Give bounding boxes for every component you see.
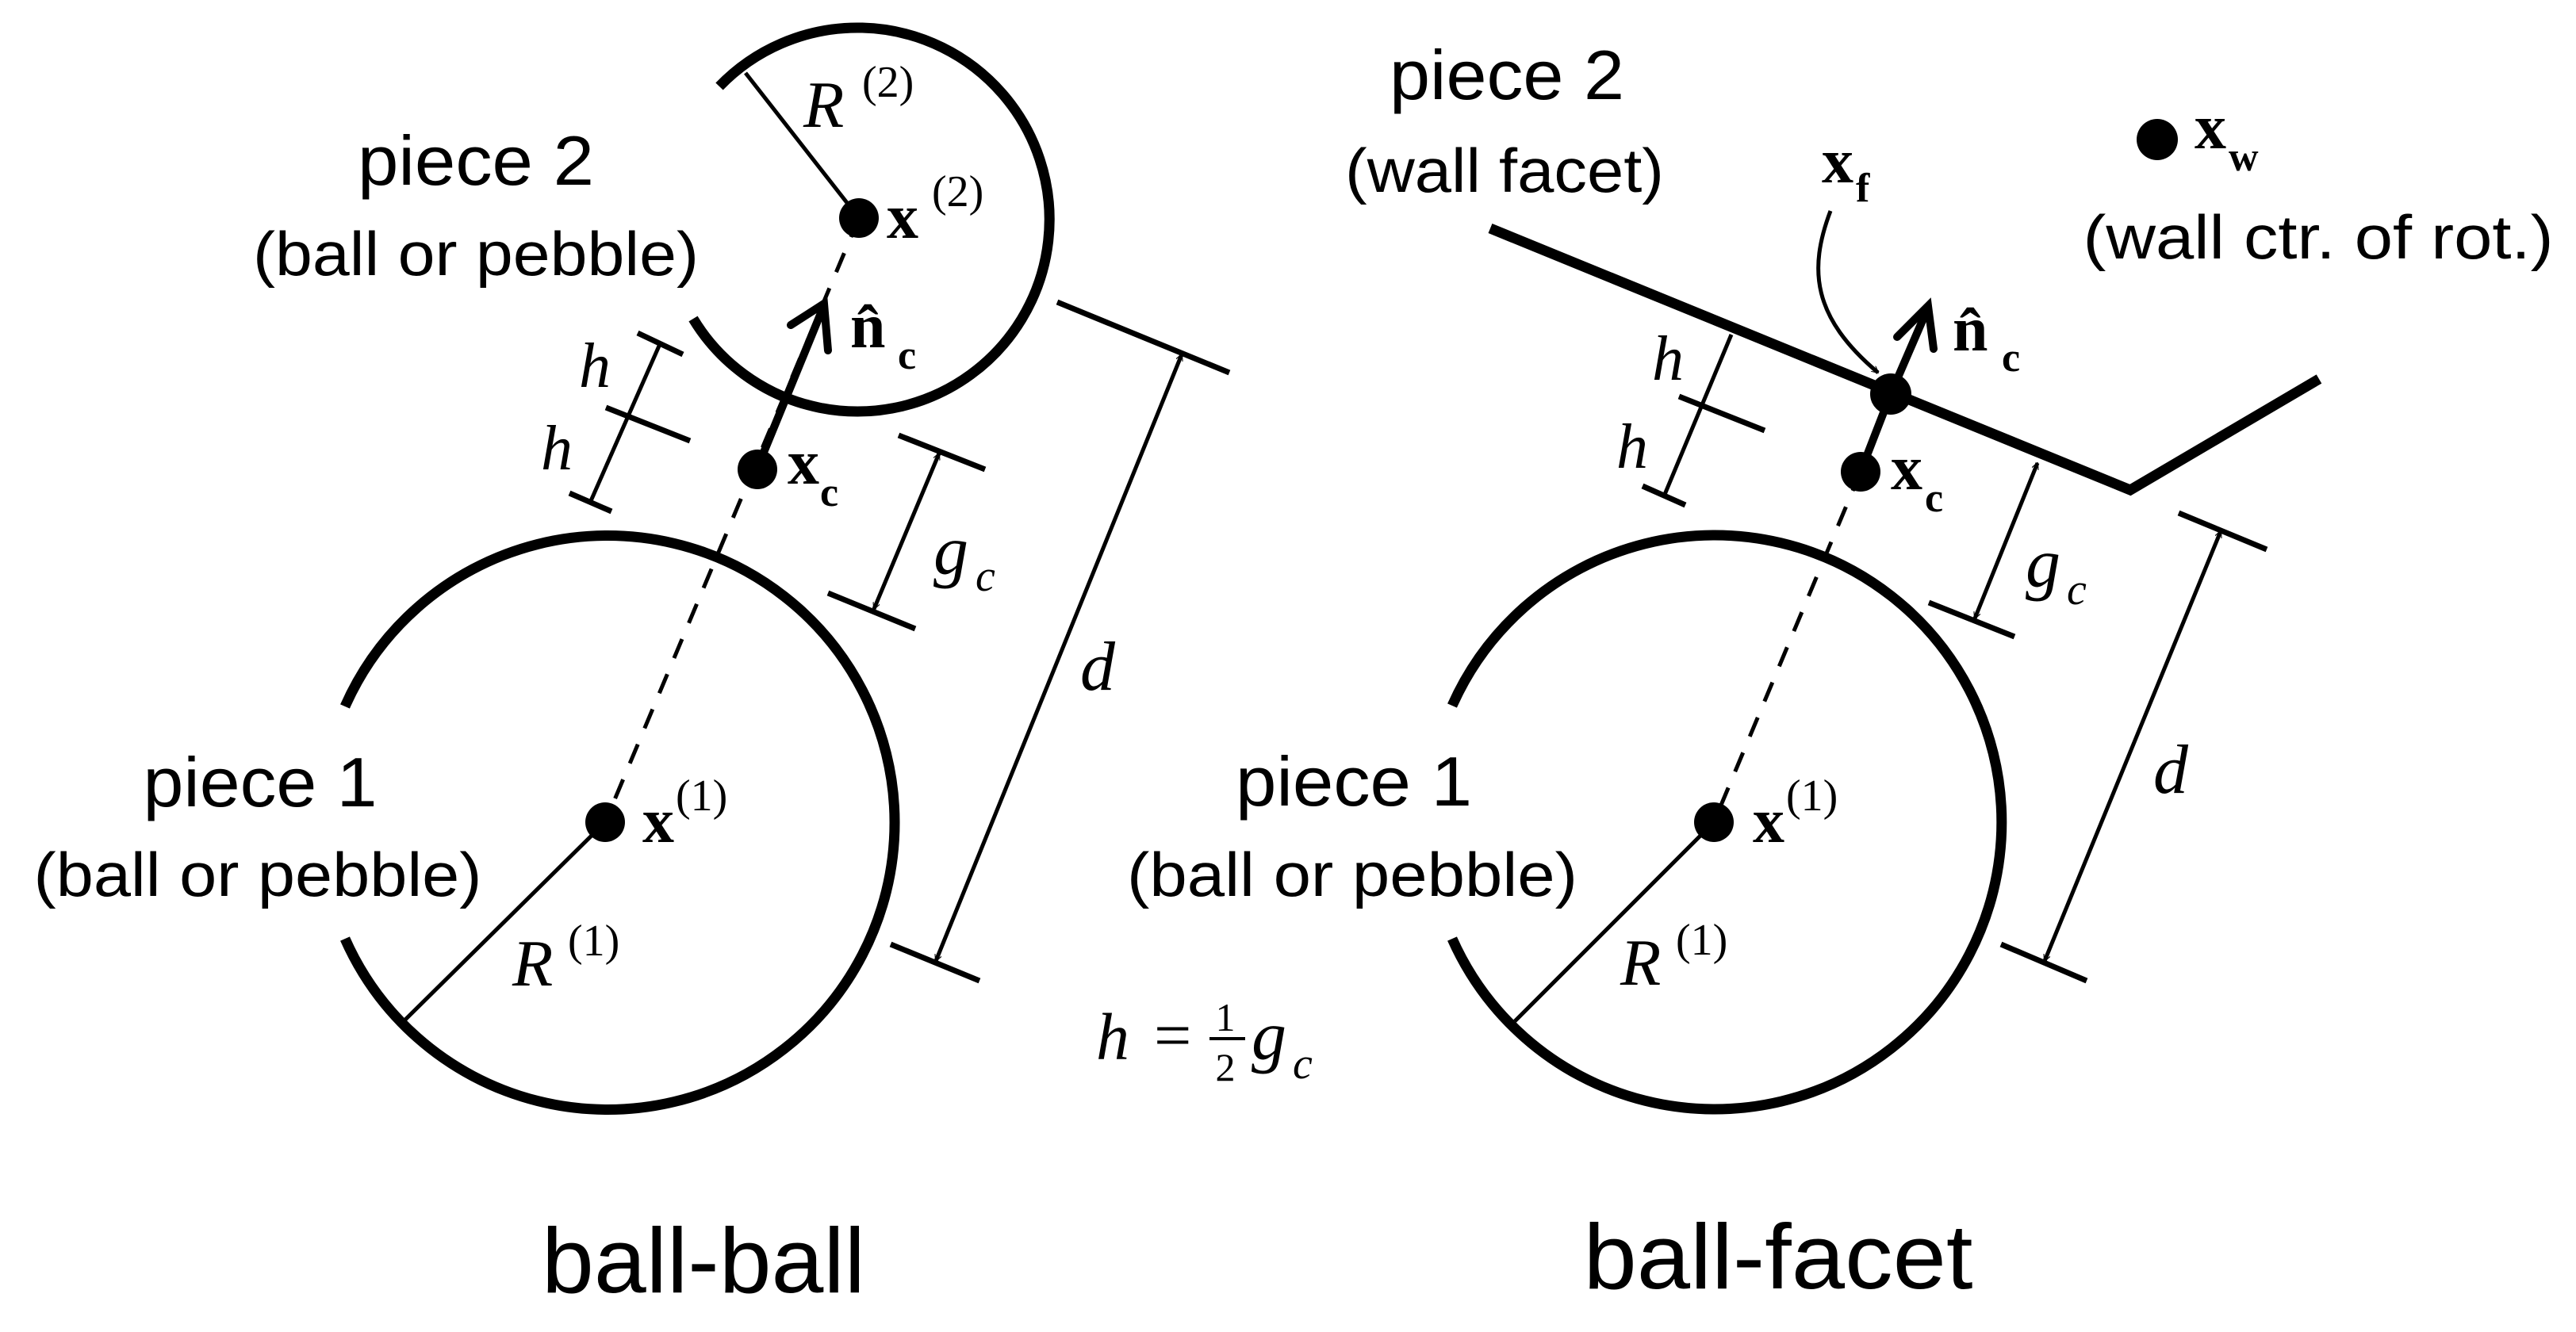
gc-label: g [2026,526,2060,603]
xc-point [1841,452,1880,492]
xf-subscript: f [1856,166,1870,211]
R1-superscript: (1) [568,917,619,966]
xf-label: x [1822,127,1853,197]
x1-label: x [642,787,674,856]
h-label-bottom: h [1616,412,1648,482]
normal-vector [753,301,828,472]
nc-subscript: c [2002,335,2020,381]
gc-tick-top [897,432,987,473]
piece1-circle [340,530,900,1115]
xw-point [2137,119,2178,160]
nc-label: n̂ [850,292,886,362]
center-line [603,217,861,823]
x2-label: x [887,182,918,252]
R1-superscript: (1) [1676,916,1727,965]
normal-arrowhead [1893,297,1938,353]
h-dim-line [1662,334,1734,497]
h-tick-mid [604,404,692,444]
d-tick-bottom [1999,941,2088,984]
gc-tick-bottom [1927,599,2016,640]
h-tick-top [636,330,684,358]
nc-subscript: c [898,333,916,378]
x2-point [839,198,879,238]
x1-point [585,802,625,842]
gc-subscript: c [976,552,995,601]
xc-subscript: c [1925,476,1943,521]
h-formula: h = 1 2 g c [1096,995,1313,1089]
center-line [1712,471,1863,823]
gc-dim-arrow [872,454,941,609]
d-dim-arrow [2042,531,2223,961]
formula-rhs: g [1252,998,1286,1075]
xf-point [1870,373,1911,415]
gc-dim-arrow [1972,463,2040,618]
R2-superscript: (2) [862,58,914,107]
caption-ball-facet: ball-facet [1584,1205,1973,1308]
R2-label: R [803,68,844,142]
xc-subscript: c [820,470,838,515]
d-dim-arrow [933,354,1184,961]
xf-pointer-arrow [1816,210,1880,374]
d-label: d [1080,629,1116,706]
gc-tick-bottom [826,590,917,632]
h-label-bottom: h [541,414,573,484]
h-label-top: h [1652,324,1684,394]
normal-arrowhead [787,297,832,354]
gc-label: g [933,513,968,590]
panel-ball-facet: piece 2 (wall facet) x f x w (wall ctr. … [1127,36,2554,1308]
xw-subscript: w [2229,135,2259,180]
nc-label: n̂ [1953,295,1988,365]
x2-superscript: (2) [932,167,983,216]
xc-label: x [788,428,819,498]
gc-subscript: c [2067,565,2087,614]
piece2-title: piece 2 [358,121,594,200]
formula-numerator: 1 [1216,995,1236,1039]
h-label-top: h [579,331,611,401]
piece1-subtitle: (ball or pebble) [1127,840,1577,909]
x1-superscript: (1) [1786,771,1838,821]
h-tick-mid [1677,393,1766,434]
piece2-subtitle: (ball or pebble) [253,219,699,289]
d-tick-bottom [889,941,981,984]
d-label: d [2153,732,2189,809]
panel-ball-ball: piece 2 (ball or pebble) piece 1 (ball o… [34,22,1313,1312]
caption-ball-ball: ball-ball [542,1209,865,1312]
wall-center-note: (wall ctr. of rot.) [2083,202,2554,272]
xc-label: x [1891,434,1922,503]
formula-lhs: h [1096,1001,1129,1074]
piece2-circle [688,22,1055,417]
h-dim-line [588,343,662,504]
d-tick-top [1056,299,1231,376]
piece1-title: piece 1 [1236,742,1472,821]
x1-label: x [1753,787,1784,856]
piece2-title: piece 2 [1390,36,1624,114]
x1-superscript: (1) [676,771,727,821]
piece1-title: piece 1 [144,743,378,821]
piece1-circle [1447,530,2007,1115]
formula-rhs-subscript: c [1293,1039,1313,1089]
radius1-line [404,821,607,1021]
radius2-line [744,71,861,220]
R1-label: R [512,927,553,1001]
xc-point [738,450,777,489]
x1-point [1694,802,1734,842]
wall-facet [1488,223,2322,496]
formula-denominator: 2 [1216,1045,1236,1089]
piece2-subtitle: (wall facet) [1345,136,1664,205]
d-tick-top [2177,510,2268,553]
xw-label: x [2195,93,2226,163]
formula-equals: = [1154,999,1191,1073]
piece1-subtitle: (ball or pebble) [34,840,482,909]
radius1-line [1513,821,1715,1023]
R1-label: R [1620,926,1661,1000]
